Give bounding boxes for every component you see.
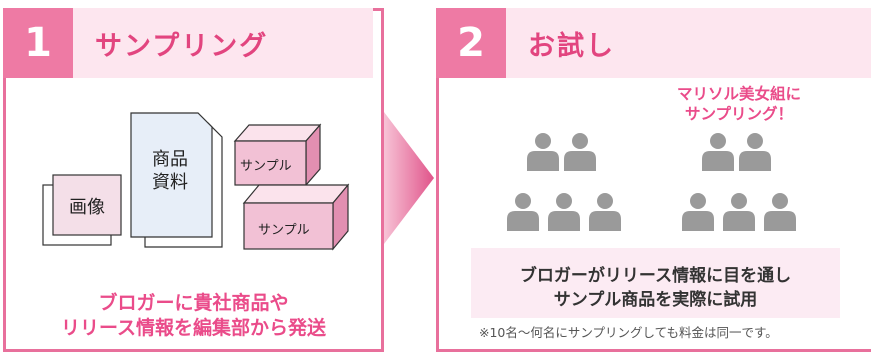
- message-box: ブロガーがリリース情報に目を通し サンプル商品を実際に試用: [471, 248, 840, 318]
- step2-header: お試し: [506, 8, 871, 78]
- step1-panel: 1 サンプリング 画像 商品 資料 サンプル サンプル ブロガーに貴社商品や: [3, 8, 384, 352]
- step2-title: お試し: [528, 31, 615, 62]
- sample-box-icon: [242, 183, 350, 251]
- group-label-line2: サンプリング！: [684, 105, 794, 123]
- step2-number: 2: [436, 8, 506, 78]
- step1-title: サンプリング: [95, 31, 269, 62]
- image-label: 画像: [69, 197, 105, 218]
- person-icon: [507, 193, 539, 231]
- step1-header: サンプリング: [73, 8, 373, 78]
- people-illustration: [507, 133, 796, 231]
- product-document-icon: [130, 112, 223, 248]
- person-icon: [723, 193, 755, 231]
- person-icon: [589, 193, 621, 231]
- person-icon: [527, 133, 559, 171]
- sample-box2-label: サンプル: [258, 223, 310, 238]
- sample-box1-label: サンプル: [240, 159, 292, 174]
- person-icon: [682, 193, 714, 231]
- step2-panel: 2 お試し マリソル美女組に サンプリング！ ブロガーがリリース情報に目を通し …: [436, 8, 871, 352]
- person-icon: [702, 133, 734, 171]
- doc-label-line2: 資料: [152, 172, 188, 193]
- message-line1: ブロガーがリリース情報に目を通し: [519, 266, 792, 286]
- image-document-icon: [42, 174, 122, 246]
- step1-caption-line1: ブロガーに貴社商品や: [98, 292, 289, 314]
- doc-label-line1: 商品: [152, 149, 188, 170]
- person-icon: [564, 133, 596, 171]
- person-icon: [739, 133, 771, 171]
- step1-illustration: [42, 112, 350, 251]
- person-icon: [764, 193, 796, 231]
- group-label-line1: マリソル美女組に: [676, 85, 801, 103]
- pricing-note: ※10名〜何名にサンプリングしても料金は同一です。: [479, 325, 778, 340]
- person-icon: [548, 193, 580, 231]
- step1-caption-line2: リリース情報を編集部から発送: [60, 317, 327, 339]
- step1-number: 1: [3, 8, 73, 78]
- message-line2: サンプル商品を実際に試用: [553, 290, 758, 310]
